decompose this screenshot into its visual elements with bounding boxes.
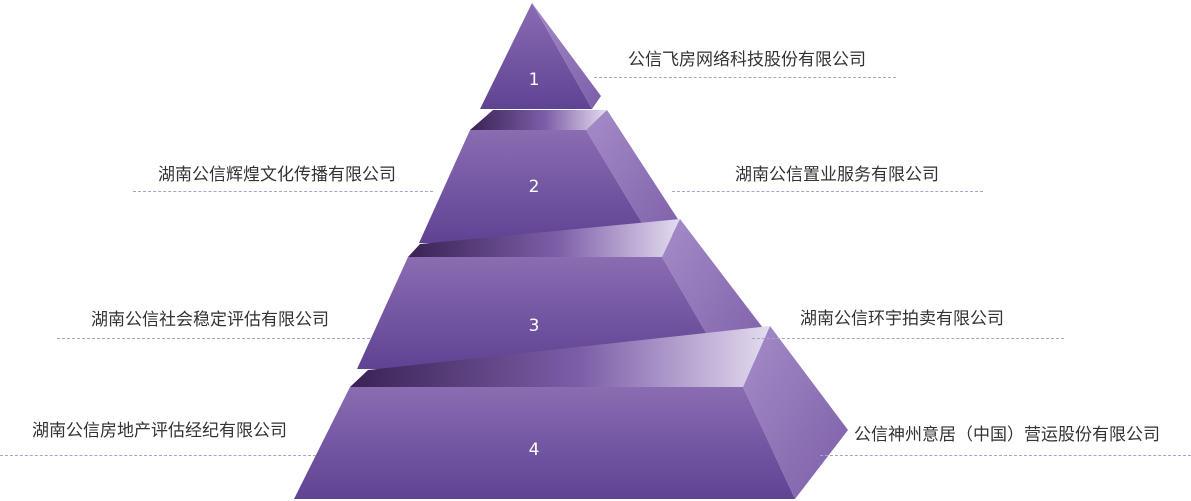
tier-3-number: 3 xyxy=(528,316,540,336)
tier-1 xyxy=(480,3,601,109)
tier-4-top xyxy=(350,326,770,387)
tier-1-side xyxy=(532,3,601,109)
tier-1-right-line xyxy=(594,77,896,78)
tier-4-left-label: 湖南公信房地产评估经纪有限公司 xyxy=(32,421,287,441)
tier-3-right-line xyxy=(752,338,1064,339)
tier-2-right-line xyxy=(672,191,983,192)
tier-4-right-label: 公信神州意居（中国）营运股份有限公司 xyxy=(854,425,1160,445)
tier-4-front xyxy=(294,387,795,499)
tier-3-top xyxy=(408,219,680,257)
tier-2-front xyxy=(419,130,654,243)
tier-2-top xyxy=(470,110,607,130)
tier-2-number: 2 xyxy=(528,177,540,197)
tier-3-left-line xyxy=(57,338,370,339)
tier-1-number: 1 xyxy=(528,70,540,90)
tier-4-left-line xyxy=(0,455,316,456)
tier-4-number: 4 xyxy=(528,440,540,460)
tier-2 xyxy=(419,110,685,243)
tier-3-left-label: 湖南公信社会稳定评估有限公司 xyxy=(91,310,329,330)
tier-2-right-label: 湖南公信置业服务有限公司 xyxy=(735,165,939,185)
tier-2-left-label: 湖南公信辉煌文化传播有限公司 xyxy=(158,165,396,185)
tier-3-right-label: 湖南公信环宇拍卖有限公司 xyxy=(800,309,1004,329)
tier-2-left-line xyxy=(133,191,433,192)
tier-1-right-label: 公信飞房网络科技股份有限公司 xyxy=(628,50,866,70)
tier-2-side xyxy=(586,110,685,243)
tier-1-front xyxy=(480,3,592,109)
tier-4-right-line xyxy=(820,455,1191,456)
